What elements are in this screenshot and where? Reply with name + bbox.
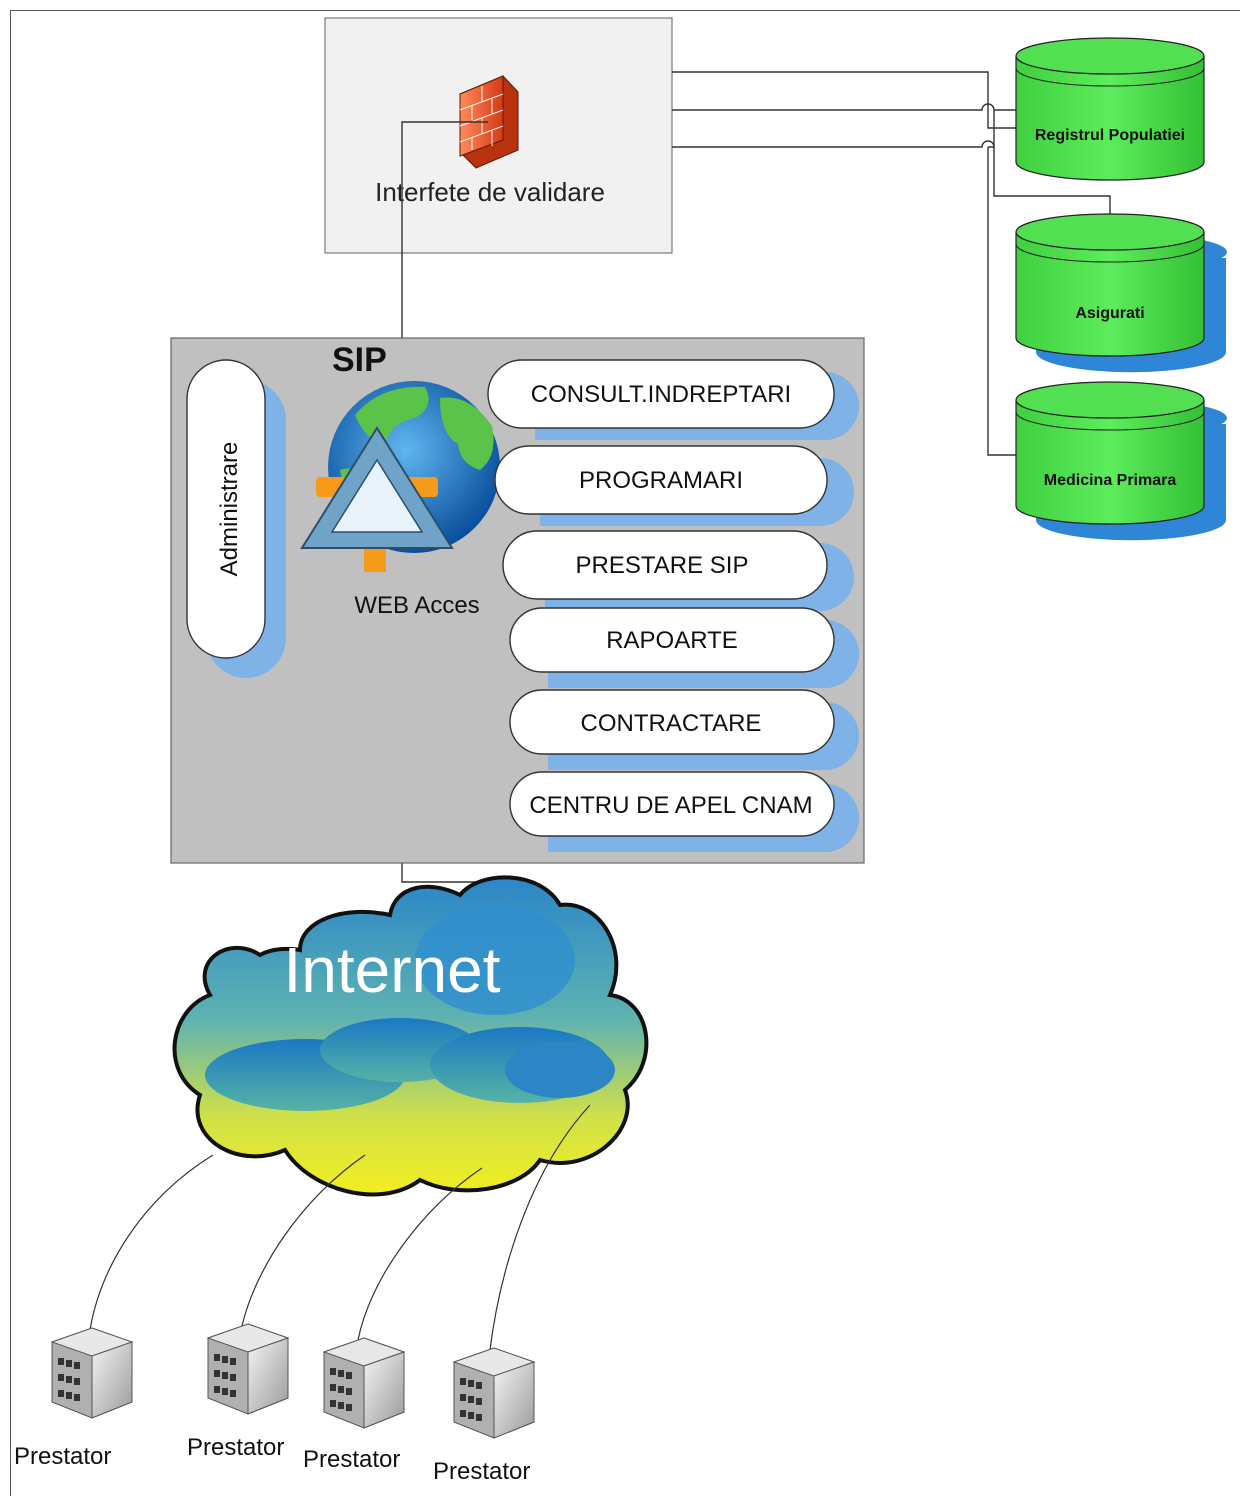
provider-server-icon [50,1327,134,1419]
database-registrul-populatiei: Registrul Populatiei [1015,37,1205,181]
provider-label: Prestator [433,1458,530,1485]
module-label: PROGRAMARI [579,467,743,494]
provider-server-icon [452,1347,536,1439]
diagram-frame [10,10,1240,1496]
internet-label: Internet [283,934,500,1006]
provider-server-icon [206,1323,290,1415]
provider-label: Prestator [14,1443,111,1470]
database-medicina-primara: Medicina Primara [1015,381,1227,541]
module-label: CONTRACTARE [581,710,762,737]
firewall-icon [459,75,519,169]
administrare-button[interactable]: Administrare [186,359,286,678]
administrare-label: Administrare [216,442,243,577]
module-rapoarte-button[interactable]: RAPOARTE [509,607,859,688]
database-asigurati: Asigurati [1015,213,1227,373]
module-label: CENTRU DE APEL CNAM [529,792,812,819]
database-label: Medicina Primara [1044,472,1177,489]
module-programari-button[interactable]: PROGRAMARI [494,445,854,526]
database-label: Asigurati [1075,305,1144,322]
module-consult-indreptari-button[interactable]: CONSULT.INDREPTARI [487,359,859,440]
web-access-globe-icon [300,381,500,572]
database-label: Registrul Populatiei [1035,127,1185,144]
module-label: CONSULT.INDREPTARI [531,381,791,408]
internet-cloud: Internet [172,875,649,1197]
provider-links [89,1104,591,1351]
provider-label: Prestator [303,1446,400,1473]
sip-box: SIP Administrare WEB Acces CONSULT.INDRE… [170,337,865,864]
web-access-label: WEB Acces [354,592,479,619]
module-centru-de-apel-cnam-button[interactable]: CENTRU DE APEL CNAM [509,771,859,852]
module-label: RAPOARTE [606,627,738,654]
provider-server-icon [322,1337,406,1429]
validation-interfaces-box: Interfete de validare [324,17,673,254]
provider-label: Prestator [187,1434,284,1461]
validation-label: Interfete de validare [375,177,605,207]
module-contractare-button[interactable]: CONTRACTARE [509,689,859,770]
sip-title: SIP [332,341,387,379]
module-label: PRESTARE SIP [576,552,749,579]
module-prestare-sip-button[interactable]: PRESTARE SIP [502,530,854,611]
